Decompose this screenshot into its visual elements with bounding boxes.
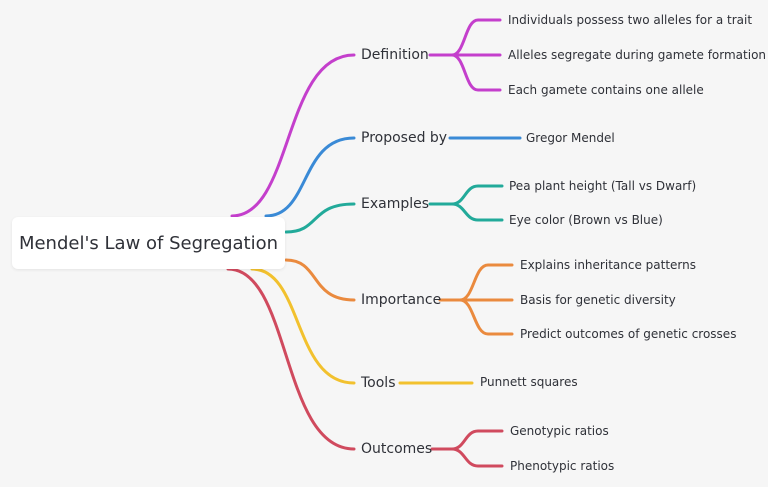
branch-examples[interactable]: Examples [361,196,430,212]
branch-connector-definition [230,53,356,218]
leaf-connector-outcomes-2 [450,447,504,468]
leaf-definition-1[interactable]: Individuals possess two alleles for a tr… [508,13,753,27]
leaf-importance-2[interactable]: Basis for genetic diversity [520,293,676,307]
leaf-examples-2[interactable]: Eye color (Brown vs Blue) [509,213,663,227]
branch-connector-importance [284,258,356,302]
leaf-examples-1[interactable]: Pea plant height (Tall vs Dwarf) [509,179,697,193]
leaf-connector-definition-1 [450,18,502,57]
root-node[interactable]: Mendel's Law of Segregation [12,217,285,269]
branch-proposed-by[interactable]: Proposed by [361,130,448,146]
branch-connector-proposed-by [264,136,356,218]
leaf-importance-1[interactable]: Explains inheritance patterns [520,258,696,272]
branch-tools[interactable]: Tools [361,375,396,391]
leaf-definition-2[interactable]: Alleles segregate during gamete formatio… [508,48,767,62]
leaf-outcomes-1[interactable]: Genotypic ratios [510,424,609,438]
leaf-connector-examples-2 [450,202,504,222]
leaf-tools-1[interactable]: Punnett squares [480,375,578,389]
branch-importance[interactable]: Importance [361,292,442,308]
branch-connector-examples [284,202,356,234]
branch-connector-tools [250,267,356,385]
leaf-outcomes-2[interactable]: Phenotypic ratios [510,459,615,473]
leaf-definition-3[interactable]: Each gamete contains one allele [508,83,704,97]
branch-connector-outcomes [226,267,356,451]
leaf-connector-importance-1 [458,263,514,302]
root-node-label: Mendel's Law of Segregation [18,232,279,254]
leaf-connector-examples-1 [450,184,504,206]
leaf-importance-3[interactable]: Predict outcomes of genetic crosses [520,327,737,341]
leaf-connector-importance-3 [458,298,514,336]
branch-outcomes[interactable]: Outcomes [361,441,433,457]
leaf-proposed-by-1[interactable]: Gregor Mendel [526,131,615,145]
leaf-connector-definition-3 [450,53,502,92]
branch-definition[interactable]: Definition [361,47,429,63]
leaf-connector-outcomes-1 [450,429,504,451]
